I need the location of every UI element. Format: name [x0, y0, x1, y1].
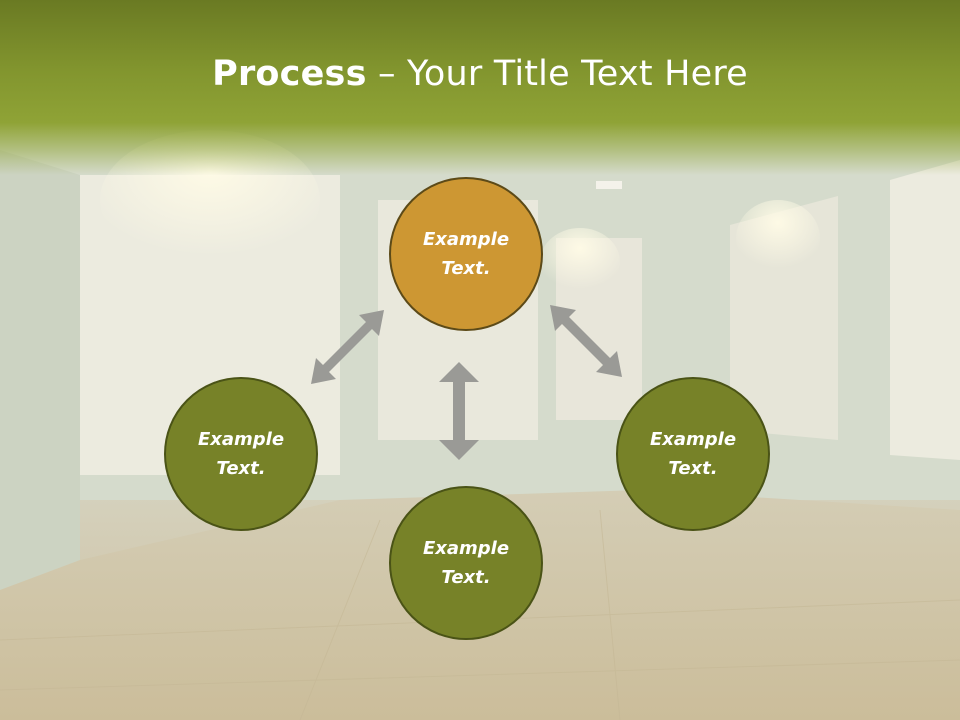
node-label-right: Example Text. — [649, 429, 737, 479]
process-node-right: Example Text. — [616, 377, 770, 531]
title-bar — [0, 0, 960, 175]
title-rest: – Your Title Text Here — [366, 54, 748, 94]
arrow-vertical — [439, 362, 479, 460]
title-bold: Process — [212, 54, 367, 94]
arrow-top-right — [550, 305, 622, 377]
slide-title: Process – Your Title Text Here — [0, 52, 960, 96]
node-label-bottom: Example Text. — [422, 538, 510, 588]
arrow-top-left — [311, 310, 384, 384]
process-node-left: Example Text. — [164, 377, 318, 531]
process-node-top: Example Text. — [389, 177, 543, 331]
node-label-left: Example Text. — [197, 429, 285, 479]
node-label-top: Example Text. — [422, 229, 510, 279]
process-node-bottom: Example Text. — [389, 486, 543, 640]
